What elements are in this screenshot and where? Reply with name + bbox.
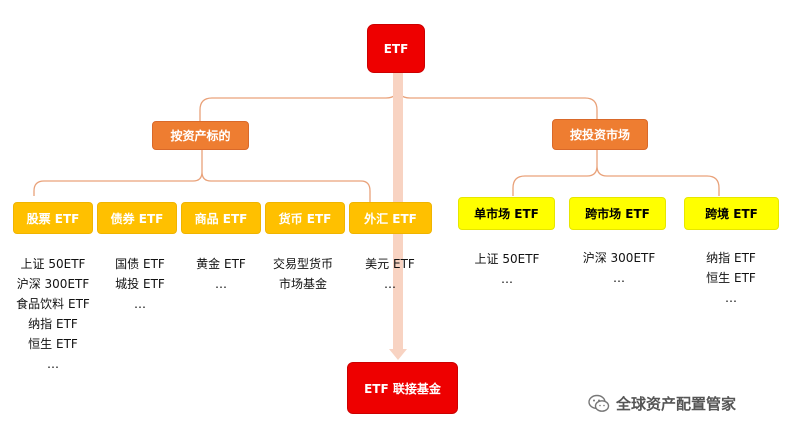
crossborder-examples: 纳指 ETF 恒生 ETF … xyxy=(686,248,776,308)
list-item: 沪深 300ETF xyxy=(582,251,656,265)
list-item: 食品饮料 ETF xyxy=(16,297,90,311)
equity-examples: 上证 50ETF 沪深 300ETF 食品饮料 ETF 纳指 ETF 恒生 ET… xyxy=(3,254,103,374)
list-item: 恒生 ETF xyxy=(706,271,756,285)
fx-examples: 美元 ETF … xyxy=(350,254,430,294)
list-item: 纳指 ETF xyxy=(28,317,78,331)
feeder-fund-node: ETF 联接基金 xyxy=(347,362,458,414)
list-item: 国债 ETF xyxy=(115,257,165,271)
asset-node-fx: 外汇 ETF xyxy=(349,202,432,234)
list-item: … xyxy=(501,272,513,286)
list-item: 纳指 ETF xyxy=(706,251,756,265)
watermark: 全球资产配置管家 xyxy=(588,393,736,414)
commodity-examples: 黄金 ETF … xyxy=(181,254,261,294)
wechat-icon xyxy=(588,394,610,412)
cross-market-examples: 沪深 300ETF … xyxy=(572,248,666,288)
connector-asset-bracket xyxy=(33,150,371,202)
list-item: 黄金 ETF xyxy=(196,257,246,271)
list-item: 城投 ETF xyxy=(115,277,165,291)
asset-node-bond: 债券 ETF xyxy=(97,202,177,234)
market-node-crossborder: 跨境 ETF xyxy=(684,197,779,230)
list-item: 交易型货币市场基金 xyxy=(272,257,333,291)
list-item: … xyxy=(725,291,737,305)
market-node-cross: 跨市场 ETF xyxy=(569,197,666,230)
list-item: 上证 50ETF xyxy=(20,257,86,271)
list-item: 上证 50ETF xyxy=(474,252,540,266)
single-market-examples: 上证 50ETF … xyxy=(462,249,552,289)
market-node-single: 单市场 ETF xyxy=(458,197,555,230)
watermark-text: 全球资产配置管家 xyxy=(616,395,737,413)
list-item: 恒生 ETF xyxy=(28,337,78,351)
list-item: … xyxy=(47,357,59,371)
list-item: 沪深 300ETF xyxy=(16,277,90,291)
bond-examples: 国债 ETF 城投 ETF … xyxy=(100,254,180,314)
money-examples: 交易型货币市场基金 xyxy=(271,254,335,294)
asset-node-commodity: 商品 ETF xyxy=(181,202,261,234)
list-item: … xyxy=(215,277,227,291)
root-node: ETF xyxy=(367,24,425,73)
connector-market-bracket xyxy=(512,150,720,196)
category-by-asset: 按资产标的 xyxy=(152,121,249,150)
asset-node-money: 货币 ETF xyxy=(265,202,345,234)
list-item: … xyxy=(384,277,396,291)
list-item: 美元 ETF xyxy=(365,257,415,271)
list-item: … xyxy=(134,297,146,311)
list-item: … xyxy=(613,271,625,285)
asset-node-equity: 股票 ETF xyxy=(13,202,93,234)
category-by-market: 按投资市场 xyxy=(552,119,648,150)
